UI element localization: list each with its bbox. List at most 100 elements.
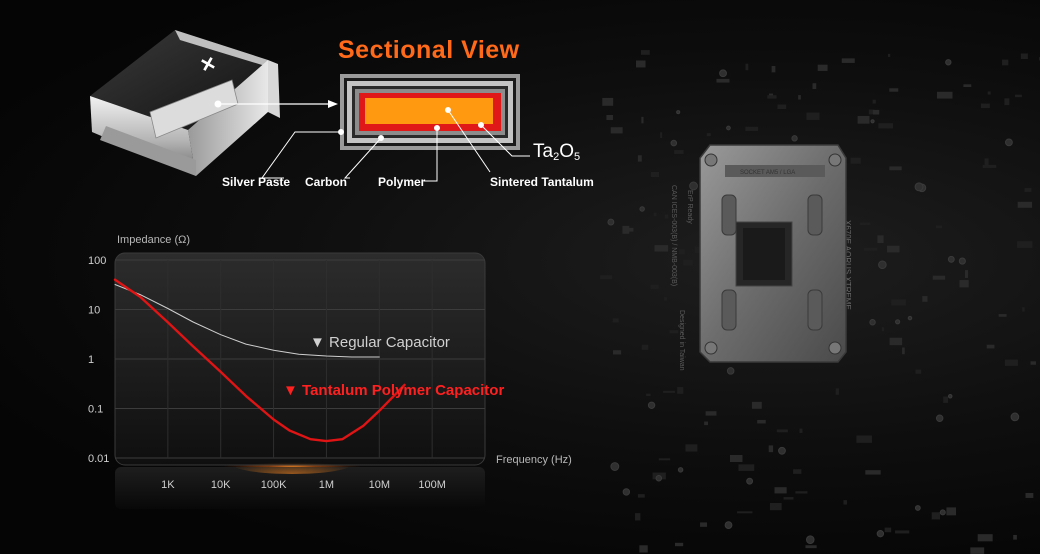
board-component — [729, 454, 743, 462]
y-axis-label: Impedance (Ω) — [117, 234, 190, 246]
y-tick-label: 1 — [88, 354, 94, 366]
board-component — [1014, 94, 1022, 98]
board-component — [705, 411, 717, 416]
series-line-regular-capacitor — [114, 284, 380, 358]
board-component — [986, 344, 995, 349]
board-component — [915, 369, 922, 374]
socket-text: SOCKET AM5 / LGA — [740, 170, 795, 176]
board-component — [857, 115, 870, 124]
board-component — [606, 114, 613, 121]
board-component — [970, 547, 985, 554]
board-component — [889, 337, 903, 346]
board-component — [889, 88, 899, 92]
board-traces — [600, 50, 1040, 554]
board-via — [947, 394, 953, 399]
plot-grid — [115, 259, 485, 459]
board-component — [987, 91, 991, 95]
board-component — [863, 247, 878, 251]
board-component — [998, 314, 1007, 317]
board-component — [768, 445, 774, 453]
board-component — [640, 50, 650, 55]
board-via — [878, 260, 887, 270]
board-via — [726, 367, 735, 375]
board-component — [1004, 98, 1010, 106]
y-tick-label: 0.1 — [88, 404, 103, 416]
board-component — [895, 530, 910, 534]
capacitor-diagram: × — [90, 30, 530, 182]
board-component — [1024, 188, 1032, 192]
board-madein-text: Designed in Taiwan — [678, 310, 685, 371]
board-component — [1022, 307, 1025, 312]
board-component — [1013, 534, 1017, 540]
board-component — [902, 347, 905, 355]
board-via — [914, 182, 924, 192]
board-component — [635, 60, 646, 68]
plot-lines — [113, 278, 406, 443]
board-component — [835, 388, 839, 395]
board-via — [677, 467, 684, 473]
board-component — [1030, 361, 1036, 365]
board-component — [805, 545, 817, 549]
board-via — [639, 206, 645, 212]
board-component — [812, 83, 817, 90]
board-via — [939, 509, 946, 516]
board-via — [655, 474, 663, 482]
board-silkscreen: ErP Ready CAN ICES-003(B) / NMB-003(B) D… — [670, 185, 852, 371]
board-component — [868, 109, 875, 115]
board-component — [612, 350, 622, 355]
board-via — [791, 135, 798, 142]
board-via — [945, 59, 952, 66]
board-via — [805, 535, 815, 544]
board-component — [946, 507, 957, 516]
board-component — [641, 344, 649, 350]
board-model-text: X670E AORUS XTREME — [843, 220, 852, 310]
board-component — [683, 259, 693, 266]
board-component — [959, 280, 969, 288]
board-component — [600, 275, 613, 280]
board-via — [689, 181, 698, 191]
x-axis-label: Frequency (Hz) — [496, 454, 572, 466]
board-component — [1002, 59, 1009, 66]
y-tick-label: 10 — [88, 305, 100, 317]
plot-footer — [115, 467, 485, 509]
ta-sub1: 2 — [553, 151, 560, 163]
board-component — [877, 235, 884, 244]
board-via — [1005, 138, 1013, 147]
board-component — [745, 63, 749, 71]
cpu-socket: SOCKET AM5 / LGA — [699, 144, 847, 363]
board-via — [876, 529, 885, 538]
board-component — [865, 470, 881, 475]
board-component — [774, 487, 787, 494]
board-erp-text: ErP Ready — [686, 190, 693, 224]
capacitor-mark: × — [198, 50, 219, 80]
board-component — [843, 500, 847, 505]
board-component — [777, 104, 787, 110]
ta-sub2: 5 — [573, 151, 581, 163]
board-component — [685, 444, 698, 452]
board-component — [669, 330, 679, 334]
board-component — [931, 512, 941, 520]
board-component — [602, 97, 614, 106]
board-component — [891, 299, 906, 306]
board-component — [783, 497, 794, 500]
board-csa-text: CAN ICES-003(B) / NMB-003(B) — [670, 185, 677, 286]
annotation-regular-capacitor: ▼ Regular Capacitor — [310, 334, 450, 351]
board-component — [677, 387, 684, 394]
board-component — [982, 164, 997, 168]
board-via — [914, 505, 921, 511]
x-tick-label: 10M — [369, 479, 390, 491]
board-component — [856, 435, 872, 443]
board-component — [887, 53, 891, 57]
board-component — [793, 469, 802, 474]
series-line-tantalum-polymer-capacitor — [113, 278, 406, 443]
annotation-tantalum-polymer-capacitor: ▼ Tantalum Polymer Capacitor — [283, 382, 504, 399]
board-component — [704, 421, 708, 426]
board-component — [700, 522, 708, 527]
board-via — [907, 315, 913, 321]
board-component — [935, 225, 943, 229]
y-tick-label: 0.01 — [88, 453, 109, 465]
board-component — [658, 458, 671, 461]
board-via — [647, 401, 656, 409]
